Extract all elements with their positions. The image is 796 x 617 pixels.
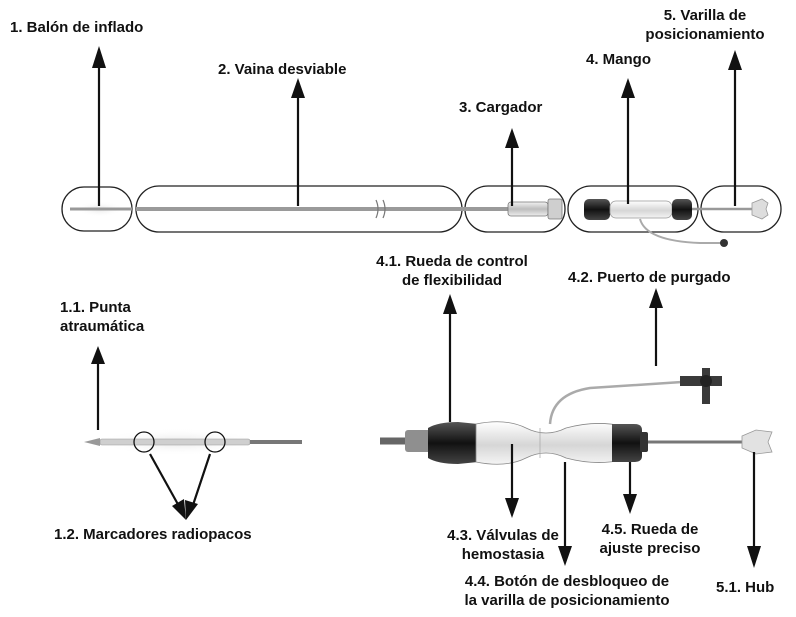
overview-loader-cap <box>547 198 563 220</box>
arrow-sheath <box>291 78 305 206</box>
label-balloon: 1. Balón de inflado <box>10 19 144 36</box>
overview-handle-knob <box>584 199 610 220</box>
arrow-markers-1 <box>149 453 186 520</box>
arrow-purge <box>649 288 663 366</box>
radiopaque-marker-1 <box>133 431 155 453</box>
label-flex-line1: 4.1. Rueda de control <box>376 253 528 270</box>
label-rod: 5. Varilla de posicionamiento <box>630 6 780 44</box>
label-flex-line2: de flexibilidad <box>401 272 503 289</box>
label-valves-line1: 4.3. Válvulas de <box>447 527 559 544</box>
label-loader: 3. Cargador <box>459 99 543 116</box>
radiopaque-marker-2 <box>204 431 226 453</box>
label-tip: 1.1. Punta atraumática <box>60 298 144 336</box>
arrow-loader <box>505 128 519 206</box>
label-rod-line1: 5. Varilla de <box>663 7 747 24</box>
label-release-line1: 4.4. Botón de desbloqueo de <box>464 573 670 590</box>
overview-loader-body <box>507 201 549 217</box>
detail-flex-control-wheel <box>428 422 478 464</box>
detail-fine-adjust-wheel <box>612 424 642 462</box>
overview-purge-valve <box>720 239 728 247</box>
detail-wheel-cap <box>640 432 648 452</box>
label-rod-line2: posicionamiento <box>645 26 765 43</box>
label-tip-line2: atraumática <box>60 318 145 335</box>
label-purge: 4.2. Puerto de purgado <box>568 269 731 286</box>
balloon-detail <box>84 428 302 456</box>
label-fine-line1: 4.5. Rueda de <box>601 521 699 538</box>
overview-sheath-break <box>375 199 386 219</box>
arrow-release <box>558 462 572 566</box>
label-valves: 4.3. Válvulas de hemostasia <box>428 526 578 564</box>
arrow-valves <box>505 444 519 518</box>
overview-handle-wheel <box>672 199 692 220</box>
arrow-flex-wheel <box>443 294 457 422</box>
detail-atraumatic-tip <box>84 438 100 446</box>
overview-purge-tube <box>639 218 722 244</box>
label-handle: 4. Mango <box>586 51 652 68</box>
label-fine-adjust: 4.5. Rueda de ajuste preciso <box>580 520 720 558</box>
label-tip-line1: 1.1. Punta <box>60 299 131 316</box>
arrow-markers-2 <box>185 453 212 520</box>
label-markers: 1.2. Marcadores radiopacos <box>54 526 252 543</box>
label-valves-line2: hemostasia <box>461 546 545 563</box>
overview-handle-body <box>609 200 673 219</box>
detail-balloon-core <box>99 438 251 446</box>
arrow-tip <box>91 346 105 430</box>
detail-handle-grip <box>475 421 623 465</box>
arrow-handle <box>621 78 635 204</box>
label-flex: 4.1. Rueda de control de flexibilidad <box>352 252 552 290</box>
detail-purge-stopcock <box>680 368 722 404</box>
detail-sheath-collar <box>405 430 433 452</box>
detail-stopcock-knob <box>700 375 712 387</box>
label-fine-line2: ajuste preciso <box>599 540 701 557</box>
overview-rod-hub <box>751 198 769 220</box>
arrow-balloon <box>92 46 106 206</box>
arrow-rod <box>728 50 742 206</box>
overview-assembly <box>61 185 782 247</box>
callout-arrows <box>91 46 761 568</box>
handle-detail <box>380 368 773 465</box>
detail-purge-tube <box>548 380 683 425</box>
arrow-hub <box>747 452 761 568</box>
label-release-line2: la varilla de posicionamiento <box>464 592 670 609</box>
label-release: 4.4. Botón de desbloqueo de la varilla d… <box>424 572 710 610</box>
arrow-fine-adjust <box>623 462 637 514</box>
detail-hub <box>741 429 773 455</box>
label-hub: 5.1. Hub <box>716 579 775 596</box>
label-sheath: 2. Vaina desviable <box>218 61 347 78</box>
